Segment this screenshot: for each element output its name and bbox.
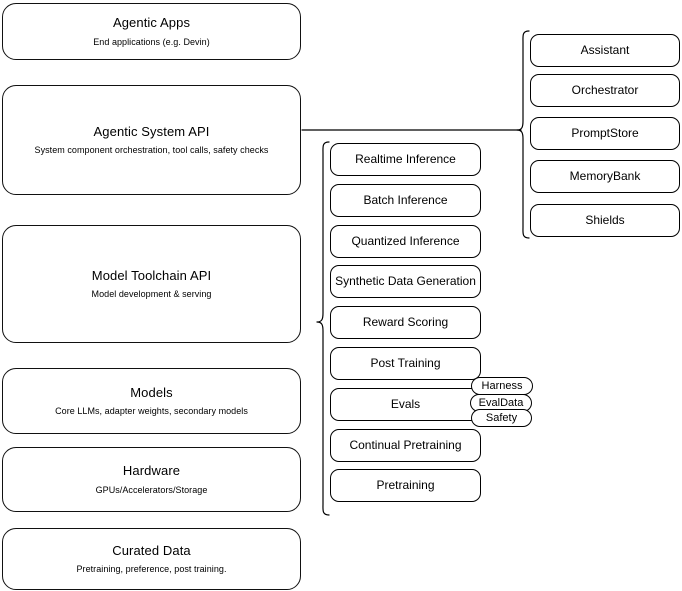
capability-synthetic-data-generation[interactable]: Synthetic Data Generation — [330, 265, 481, 298]
layer-subtitle: System component orchestration, tool cal… — [34, 145, 269, 155]
capability-post-training[interactable]: Post Training — [330, 347, 481, 380]
layer-subtitle: End applications (e.g. Devin) — [93, 36, 210, 47]
capability-batch-inference[interactable]: Batch Inference — [330, 184, 481, 217]
capability-realtime-inference[interactable]: Realtime Inference — [330, 143, 481, 176]
pill-safety[interactable]: Safety — [471, 409, 532, 427]
capability-reward-scoring[interactable]: Reward Scoring — [330, 306, 481, 339]
layer-subtitle: GPUs/Accelerators/Storage — [95, 484, 208, 495]
layer-model-toolchain-api[interactable]: Model Toolchain API Model development & … — [2, 225, 301, 343]
brace-toolchain-capabilities — [316, 141, 330, 516]
layer-subtitle: Pretraining, preference, post training. — [76, 564, 227, 574]
layer-title: Agentic Apps — [112, 15, 191, 31]
layer-title: Hardware — [122, 463, 181, 479]
component-assistant[interactable]: Assistant — [530, 34, 680, 67]
layer-agentic-apps[interactable]: Agentic Apps End applications (e.g. Devi… — [2, 3, 301, 60]
layer-title: Curated Data — [112, 542, 191, 558]
component-orchestrator[interactable]: Orchestrator — [530, 74, 680, 107]
capability-quantized-inference[interactable]: Quantized Inference — [330, 225, 481, 258]
component-shields[interactable]: Shields — [530, 204, 680, 237]
capability-continual-pretraining[interactable]: Continual Pretraining — [330, 429, 481, 462]
layer-hardware[interactable]: Hardware GPUs/Accelerators/Storage — [2, 447, 301, 512]
layer-curated-data[interactable]: Curated Data Pretraining, preference, po… — [2, 528, 301, 590]
capability-pretraining[interactable]: Pretraining — [330, 469, 481, 502]
layer-subtitle: Core LLMs, adapter weights, secondary mo… — [55, 406, 248, 416]
component-promptstore[interactable]: PromptStore — [530, 117, 680, 150]
layer-agentic-system-api[interactable]: Agentic System API System component orch… — [2, 85, 301, 195]
layer-title: Agentic System API — [93, 123, 210, 139]
layer-title: Model Toolchain API — [91, 267, 212, 283]
brace-system-components — [516, 30, 530, 239]
component-memorybank[interactable]: MemoryBank — [530, 160, 680, 193]
capability-evals[interactable]: Evals — [330, 388, 481, 421]
layer-subtitle: Model development & serving — [91, 289, 212, 299]
layer-title: Models — [130, 384, 173, 400]
pill-harness[interactable]: Harness — [471, 377, 533, 395]
layer-models[interactable]: Models Core LLMs, adapter weights, secon… — [2, 368, 301, 434]
